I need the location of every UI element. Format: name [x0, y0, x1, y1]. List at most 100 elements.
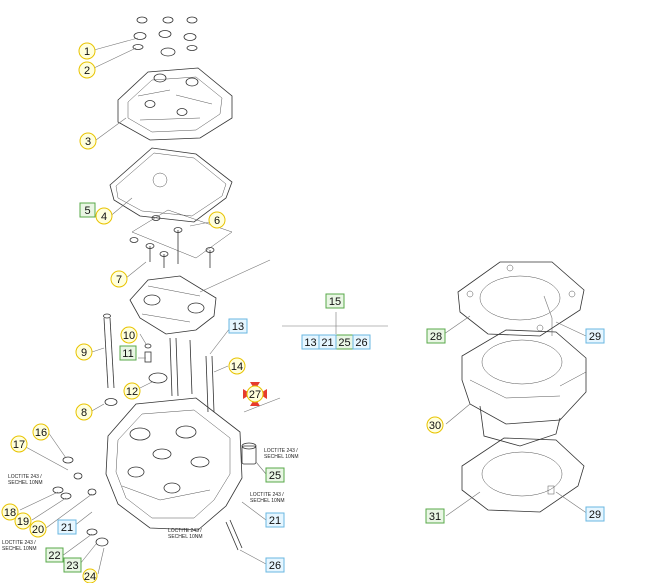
callout-number: 6 [214, 215, 220, 227]
note-text-line: LOCTITE 243 / [250, 492, 284, 498]
callout-number: 5 [84, 205, 90, 217]
callout-number: 24 [84, 571, 96, 583]
callout-14[interactable]: 14 [228, 357, 246, 375]
callout-number: 21 [269, 515, 281, 527]
callout-number: 25 [269, 470, 281, 482]
callout-number: 10 [123, 330, 135, 342]
note-text-line: SECHEL 10NM [168, 534, 203, 540]
base-gasket [461, 437, 585, 513]
valve-small-parts [144, 337, 215, 413]
callout-8[interactable]: 8 [75, 403, 93, 421]
callout-number: 25 [338, 337, 350, 349]
note-right-lower: LOCTITE 243 / SECHEL 10NM [250, 492, 285, 504]
leader-lines [19, 37, 589, 575]
callout-number: 19 [17, 516, 29, 528]
head-gasket [457, 261, 585, 337]
note-text-line: LOCTITE 243 / [264, 448, 298, 454]
head-fittings [52, 442, 257, 551]
callout-13[interactable]: 13 [228, 318, 248, 334]
callout-number: 14 [231, 361, 243, 373]
callout-2[interactable]: 2 [78, 61, 96, 79]
callout-24[interactable]: 24 [82, 568, 98, 583]
callout-25[interactable]: 25 [265, 467, 285, 483]
callout-16[interactable]: 16 [32, 423, 50, 441]
callout-number: 13 [304, 337, 316, 349]
callout-15-13[interactable]: 13 [301, 334, 320, 350]
callout-number: 22 [48, 550, 60, 562]
long-stud [103, 313, 118, 406]
note-left-upper: LOCTITE 243 / SECHEL 10NM [8, 474, 43, 486]
callout-15-26[interactable]: 26 [352, 334, 371, 350]
camshaft-bracket [129, 275, 217, 335]
callout-number: 2 [84, 65, 90, 77]
callout-27[interactable]: 27 [246, 385, 264, 403]
loctite-notes: LOCTITE 243 / SECHEL 10NM LOCTITE 243 / … [2, 448, 299, 552]
callout-number: 4 [101, 211, 107, 223]
cylinder-head [105, 397, 243, 531]
callout-number: 26 [355, 337, 367, 349]
callout-number: 30 [429, 420, 441, 432]
callout-number: 15 [329, 296, 341, 308]
note-center: LOCTITE 243 / SECHEL 10NM [168, 528, 203, 540]
note-text-line: SECHEL 10NM [264, 454, 299, 460]
note-text-line: LOCTITE 243 / [2, 540, 36, 546]
callout-21b[interactable]: 21 [265, 512, 285, 528]
callout-number: 13 [232, 321, 244, 333]
callout-22[interactable]: 22 [45, 547, 64, 563]
callout-number: 29 [589, 331, 601, 343]
callout-21a[interactable]: 21 [57, 519, 77, 535]
note-text-line: LOCTITE 243 / [8, 474, 42, 480]
callout-3[interactable]: 3 [79, 132, 97, 150]
callout-12[interactable]: 12 [123, 382, 141, 400]
note-text-line: LOCTITE 243 / [168, 528, 202, 534]
callout-9[interactable]: 9 [75, 343, 93, 361]
callout-number: 7 [116, 274, 122, 286]
note-text-line: SECHEL 10NM [250, 498, 285, 504]
callout-number: 28 [430, 331, 442, 343]
callout-23[interactable]: 23 [63, 557, 82, 573]
callout-number: 9 [81, 347, 87, 359]
callout-5[interactable]: 5 [79, 202, 96, 218]
callout-10[interactable]: 10 [120, 326, 138, 344]
callout-number: 3 [85, 136, 91, 148]
callout-number: 23 [66, 560, 78, 572]
callout-11[interactable]: 11 [119, 345, 137, 361]
callout-19[interactable]: 19 [14, 512, 32, 530]
callout-7[interactable]: 7 [110, 270, 128, 288]
note-text-line: SECHEL 10NM [8, 480, 43, 486]
callout-20[interactable]: 20 [29, 520, 47, 538]
callout-17[interactable]: 17 [10, 435, 28, 453]
callout-29b[interactable]: 29 [585, 506, 605, 522]
callout-number: 8 [81, 407, 87, 419]
callout-4[interactable]: 4 [95, 207, 113, 225]
note-left-lower: LOCTITE 243 / SECHEL 10NM [2, 540, 37, 552]
callout-26[interactable]: 26 [265, 557, 285, 573]
callout-1[interactable]: 1 [78, 42, 96, 60]
callout-number: 29 [589, 509, 601, 521]
parts-artwork [52, 16, 587, 551]
callout-30[interactable]: 30 [426, 416, 444, 434]
callout-29a[interactable]: 29 [585, 328, 605, 344]
callout-6[interactable]: 6 [208, 211, 226, 229]
callout-31[interactable]: 31 [425, 508, 445, 524]
callout-number: 21 [61, 522, 73, 534]
valve-cover-gasket [109, 147, 233, 223]
callout-15-25[interactable]: 25 [335, 334, 354, 350]
callout-number: 16 [35, 427, 47, 439]
callout-number: 17 [13, 439, 25, 451]
callout-number: 11 [122, 348, 133, 360]
callout-number: 1 [84, 46, 90, 58]
note-right-upper: LOCTITE 243 / SECHEL 10NM [264, 448, 299, 460]
callout-number: 26 [269, 560, 281, 572]
callout-15[interactable]: 15 [325, 293, 345, 309]
callout-18[interactable]: 18 [1, 503, 19, 521]
callout-15-21[interactable]: 21 [318, 334, 337, 350]
callout-number: 31 [429, 511, 441, 523]
valve-cover [117, 67, 233, 141]
callout-number: 21 [321, 337, 333, 349]
callout-number: 27 [249, 389, 261, 401]
cover-nuts [132, 16, 198, 57]
cylinder [461, 318, 587, 447]
callout-28[interactable]: 28 [426, 328, 446, 344]
